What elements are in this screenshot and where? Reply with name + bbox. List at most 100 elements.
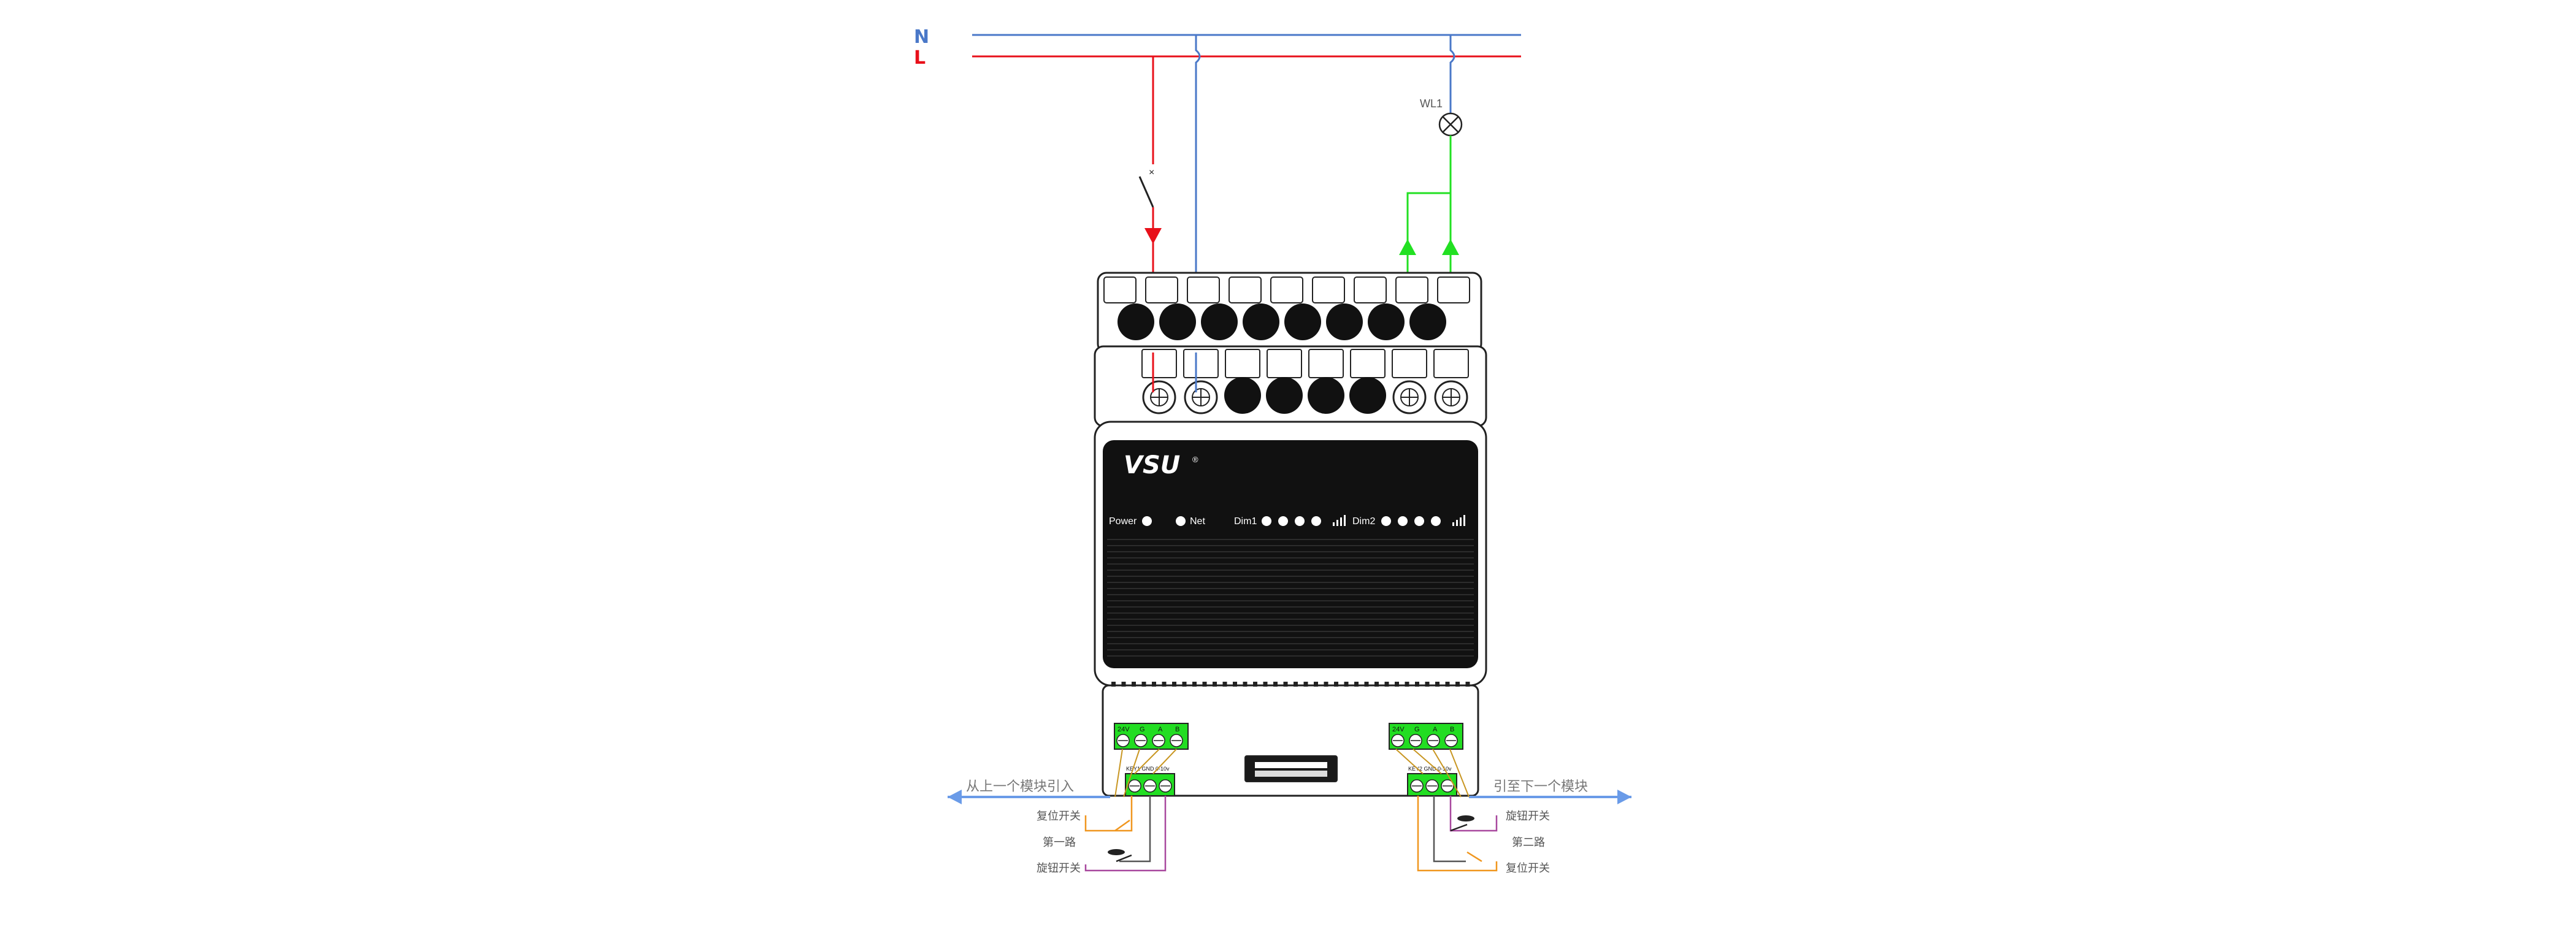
dim-led-icon: [1311, 516, 1321, 526]
terminal-ridge: [1312, 276, 1345, 303]
switch-wiring-left: 复位开关 第一路 旋钮开关: [1037, 796, 1167, 875]
live-label: L: [914, 47, 926, 69]
vent-dash: [1405, 682, 1409, 687]
dim-led-icon: [1414, 516, 1424, 526]
vent-dash: [1273, 682, 1278, 687]
screw-head-icon: [1159, 303, 1196, 340]
signal-bar-icon: [1344, 515, 1346, 526]
dim-led-icon: [1398, 516, 1408, 526]
bus-left-b: B: [1175, 726, 1179, 733]
vent-dash: [1314, 682, 1318, 687]
power-label: Power: [1109, 516, 1137, 527]
dim-led-icon: [1295, 516, 1305, 526]
mains-lines: N L: [914, 26, 1521, 69]
right-gray-wire: [1433, 796, 1466, 863]
bus-right-drops: [1395, 749, 1470, 798]
bottom-dashes: [1111, 682, 1470, 687]
screw-head-icon: [1368, 303, 1405, 340]
dim-led-icon: [1381, 516, 1391, 526]
vent-dash: [1213, 682, 1217, 687]
bus-left-drops: [1114, 749, 1177, 798]
dim-led-icon: [1431, 516, 1441, 526]
right-knob-label: 旋钮开关: [1506, 810, 1550, 823]
terminal-ridge: [1433, 349, 1469, 378]
breaker-x-icon: ×: [1149, 167, 1154, 178]
vent-dash: [1283, 682, 1288, 687]
net-label: Net: [1190, 516, 1205, 527]
right-purple-wire: [1449, 796, 1498, 832]
terminal-ridge: [1354, 276, 1387, 303]
dimmer-module: VSU ® Power Net Dim1 Dim2 24V G A B 24V …: [1094, 272, 1487, 797]
left-channel-label: 第一路: [1043, 836, 1076, 849]
dim2-leds: [1381, 515, 1465, 526]
screw-head-icon: [1284, 303, 1321, 340]
right-channel-label: 第二路: [1512, 836, 1545, 849]
to-next-label: 引至下一个模块: [1493, 779, 1588, 795]
vent-dash: [1132, 682, 1136, 687]
vent-dash: [1364, 682, 1369, 687]
vent-dash: [1455, 682, 1460, 687]
right-orange-wire: [1417, 796, 1498, 872]
neutral-feed-wire: [1195, 35, 1201, 392]
right-reset-label: 复位开关: [1506, 862, 1550, 875]
vent-dash: [1263, 682, 1268, 687]
bus-right-g: G: [1414, 726, 1420, 733]
load-wiring: WL1: [1399, 35, 1463, 392]
dim-led-icon: [1278, 516, 1288, 526]
signal-bar-icon: [1340, 517, 1342, 526]
registered-mark: ®: [1192, 455, 1198, 464]
left-knob-contact: [1116, 854, 1132, 863]
bus-arrow-left-head-icon: [948, 790, 962, 804]
terminal-ridge: [1229, 276, 1262, 303]
terminal-ridge: [1225, 349, 1260, 378]
lamp-cross-2: [1442, 116, 1459, 133]
breaker-switch: [1138, 176, 1154, 208]
terminal-wire-overlays: [1152, 353, 1197, 392]
dim1-leds: [1262, 515, 1346, 526]
left-reset-contact: [1114, 819, 1130, 832]
vent-dash: [1395, 682, 1399, 687]
vent-dash: [1253, 682, 1257, 687]
left-knob-icon: [1108, 849, 1125, 855]
terminal-ridge: [1187, 276, 1220, 303]
bus-left-a: A: [1158, 726, 1163, 733]
vent-dash: [1324, 682, 1328, 687]
top-screw-row: [1117, 303, 1446, 340]
bottom-housing: [1102, 684, 1479, 797]
left-reset-label: 复位开关: [1037, 810, 1081, 823]
screw-head-icon: [1224, 377, 1261, 414]
screw-head-icon: [1243, 303, 1279, 340]
lamp-label: WL1: [1420, 97, 1443, 110]
terminal-ridge: [1267, 349, 1302, 378]
bus-links: 从上一个模块引入 引至下一个模块: [948, 749, 1631, 804]
screw-head-icon: [1409, 303, 1446, 340]
bus-arrow-right-head-icon: [1617, 790, 1631, 804]
vent-dash: [1425, 682, 1430, 687]
signal-bar-icon: [1336, 520, 1338, 526]
vent-dash: [1121, 682, 1126, 687]
terminal-ridge: [1308, 349, 1344, 378]
right-knob-contact: [1450, 823, 1468, 832]
dim-led-icon: [1262, 516, 1271, 526]
vent-dash: [1172, 682, 1176, 687]
vent-dash: [1294, 682, 1298, 687]
vent-dash: [1445, 682, 1450, 687]
signal-bar-icon: [1452, 522, 1454, 526]
terminal-ridge: [1183, 349, 1219, 378]
terminal-ridge: [1395, 276, 1428, 303]
bus-left-24v: 24V: [1117, 726, 1130, 733]
vent-dash: [1384, 682, 1389, 687]
vent-dash: [1152, 682, 1156, 687]
signal-bar-icon: [1463, 515, 1465, 526]
top-terminal-ridges: [1103, 276, 1470, 303]
bus-right-a: A: [1433, 726, 1438, 733]
vent-dash: [1465, 682, 1470, 687]
signal-bar-icon: [1460, 517, 1462, 526]
dim1-label: Dim1: [1234, 516, 1257, 527]
live-arrow-icon: [1144, 228, 1162, 244]
right-knob-icon: [1457, 815, 1474, 821]
terminal-ridge: [1270, 276, 1303, 303]
lamp-neutral-wire: [1449, 35, 1455, 115]
signal-bar-icon: [1456, 520, 1458, 526]
key-terminal-left: KEY1 GND 0-10v: [1125, 766, 1175, 796]
